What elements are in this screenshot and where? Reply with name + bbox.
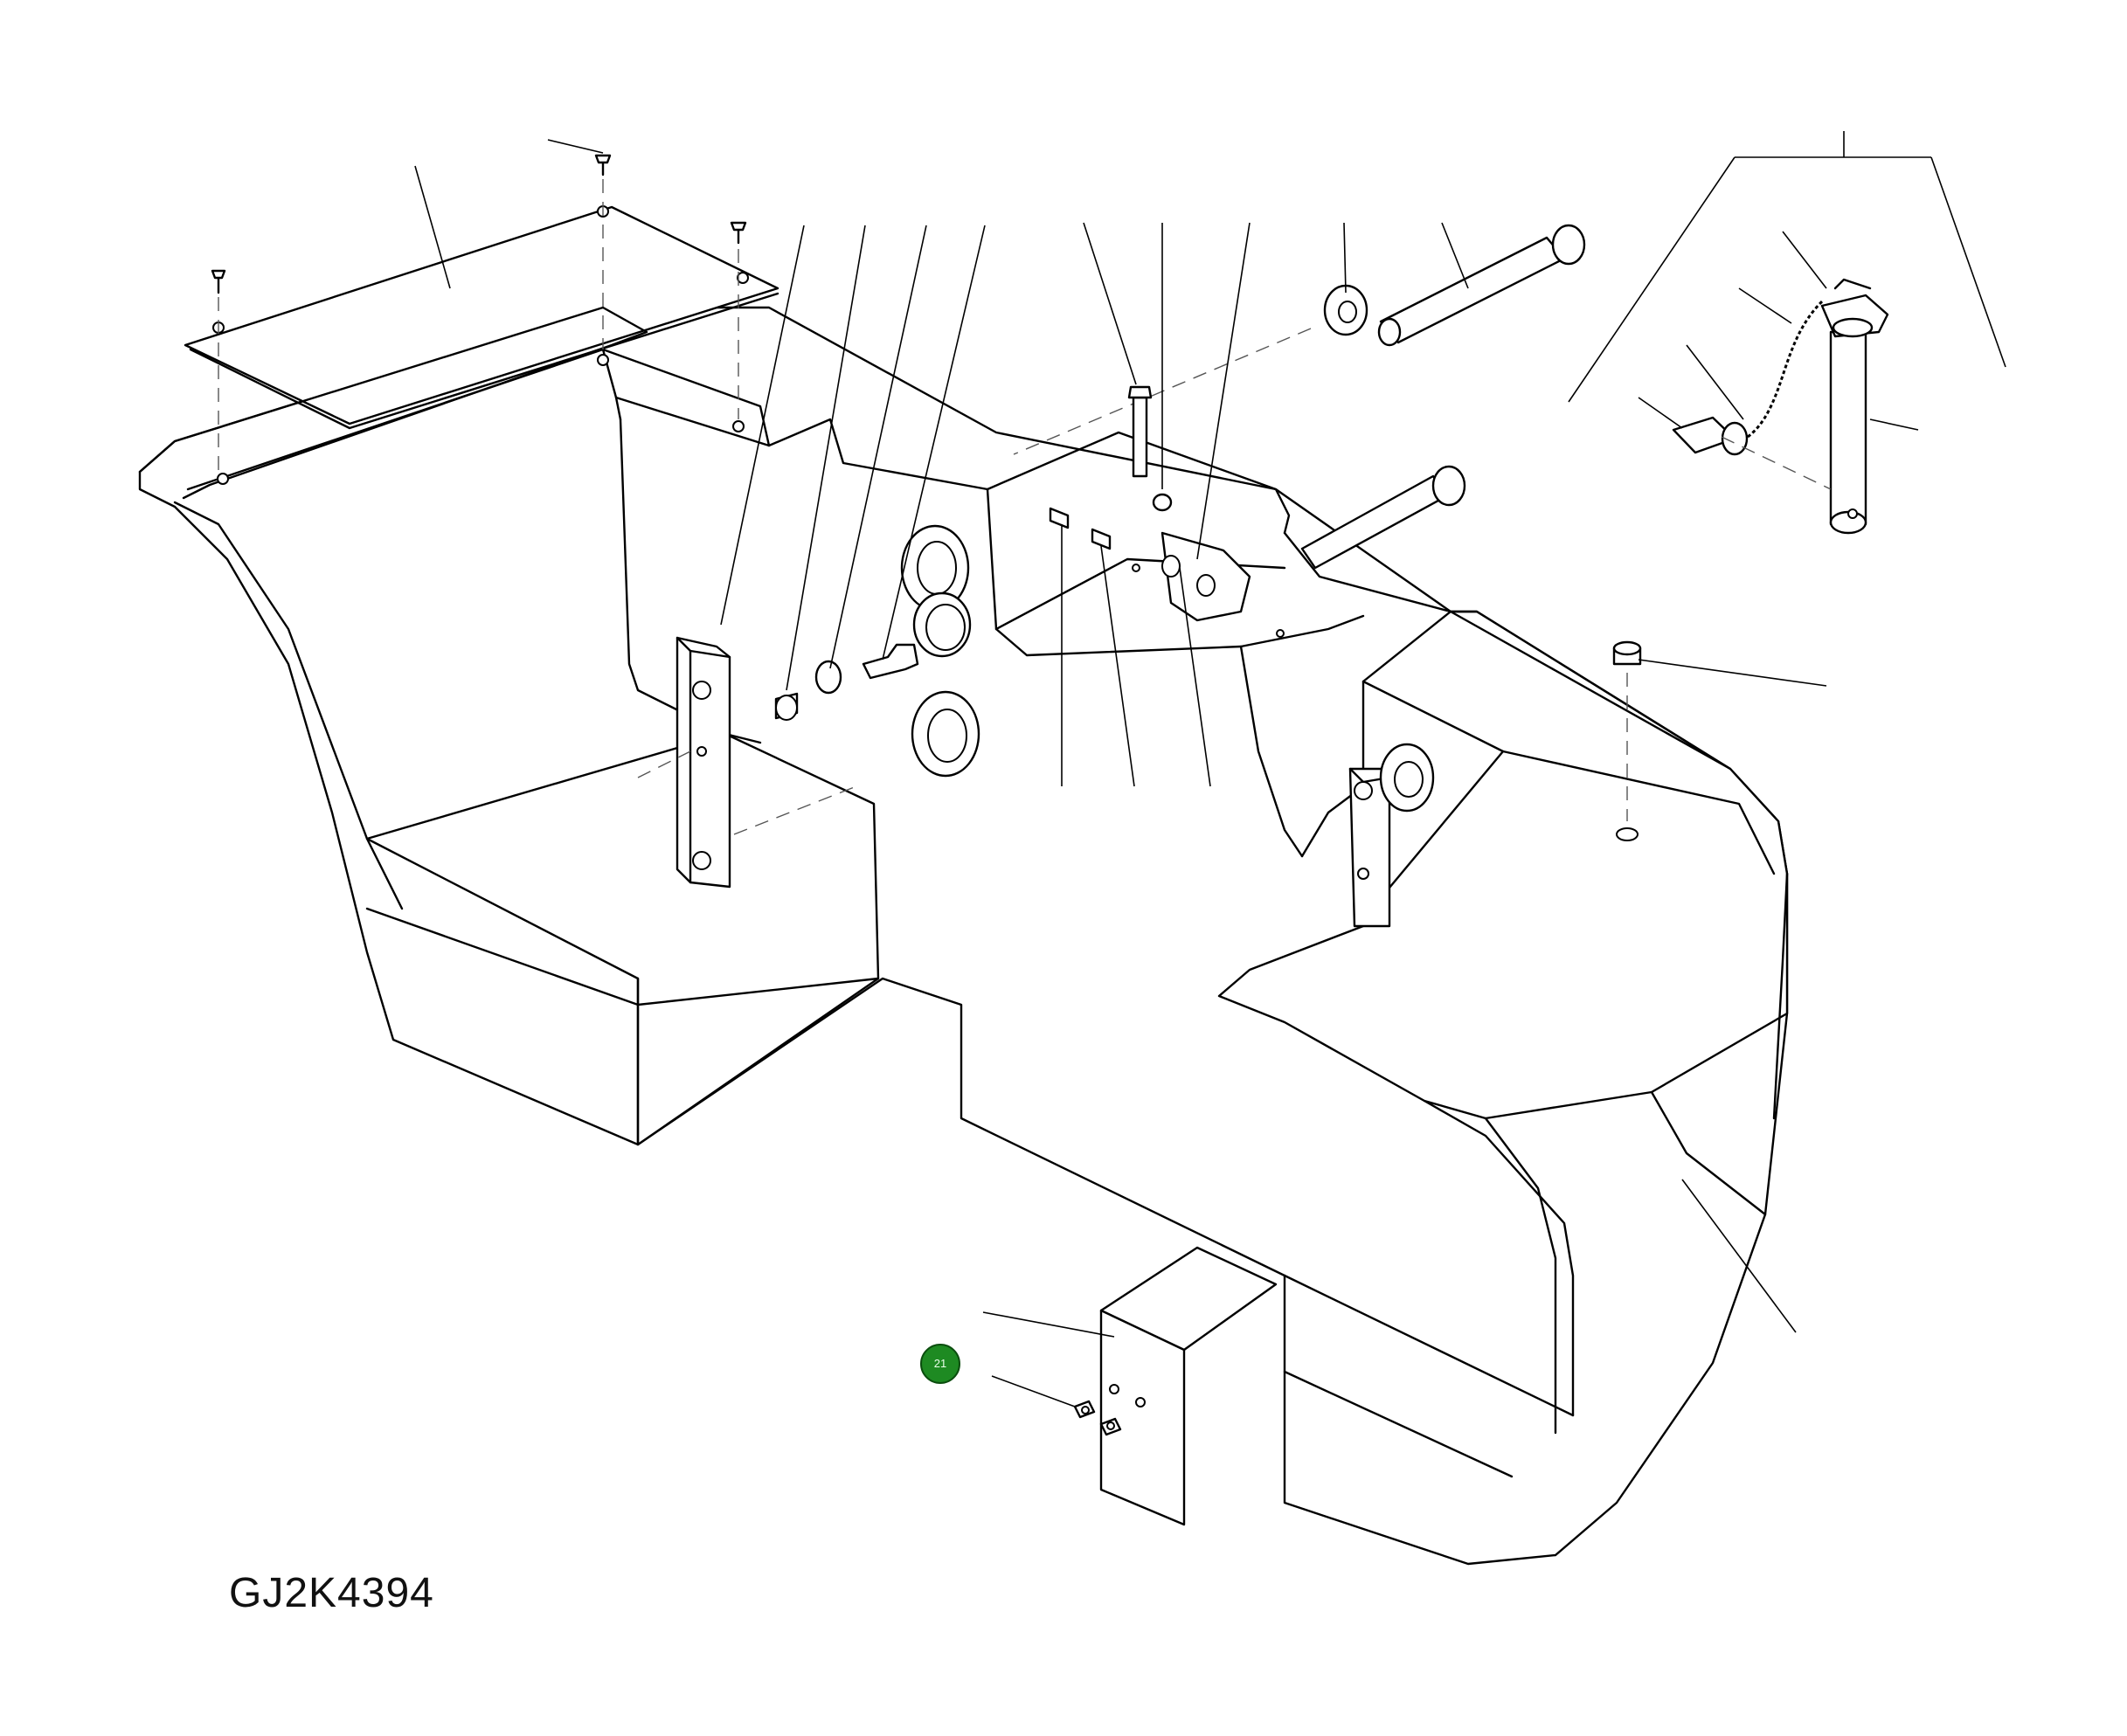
counterweight-body (138, 306, 1789, 1566)
figure-id-label: GJ2K4394 (229, 1570, 434, 1616)
leader-lines (414, 131, 2006, 1407)
lynch-pin-assembly (1672, 278, 1889, 535)
callout-marker-21[interactable]: 21 (920, 1344, 960, 1384)
long-pins (1013, 224, 1586, 570)
top-cover-plate (138, 205, 779, 500)
bottom-guard-bracket (1073, 1246, 1278, 1526)
cap-plug (1612, 640, 1642, 841)
bushings-and-washers (774, 524, 980, 778)
plate-screws (211, 154, 747, 472)
upright-bracket-right (1348, 743, 1435, 928)
upright-bracket-left (637, 636, 857, 889)
